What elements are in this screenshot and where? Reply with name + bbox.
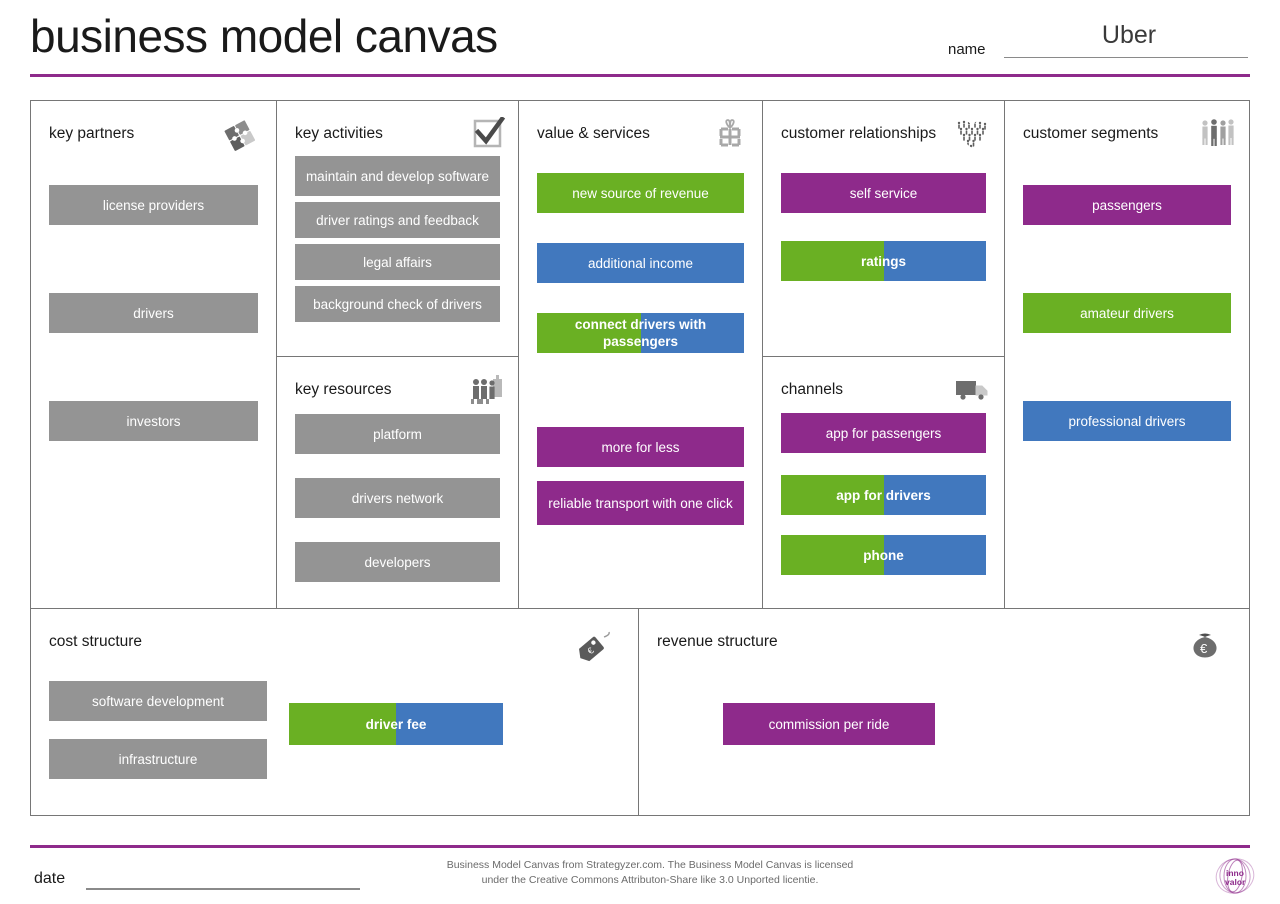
name-field-group: name Uber xyxy=(948,16,1248,64)
block-title-customer-relationships: customer relationships xyxy=(781,125,937,142)
block-cost-structure[interactable]: cost structure € software development in… xyxy=(31,609,639,815)
note-card[interactable]: amateur drivers xyxy=(1023,293,1231,333)
note-card[interactable]: driver fee xyxy=(289,703,503,745)
note-card[interactable]: additional income xyxy=(537,243,744,283)
date-label: date xyxy=(34,870,66,887)
credits-text: Business Model Canvas from Strategyzer.c… xyxy=(340,858,960,888)
note-card[interactable]: software development xyxy=(49,681,267,721)
block-customer-segments[interactable]: customer segments xyxy=(1005,101,1249,609)
name-underline xyxy=(1004,57,1248,58)
checkbox-check-icon xyxy=(466,115,506,151)
innovalor-logo: inno valor xyxy=(1212,856,1258,896)
block-title-key-activities: key activities xyxy=(295,125,383,142)
notes-revenue-structure: commission per ride xyxy=(723,703,935,745)
note-card[interactable]: new source of revenue xyxy=(537,173,744,213)
block-key-resources[interactable]: key resources xyxy=(277,357,519,609)
svg-text:€: € xyxy=(1200,641,1208,656)
footer-divider-rule xyxy=(30,845,1250,848)
note-card[interactable]: reliable transport with one click xyxy=(537,481,744,525)
note-card[interactable]: legal affairs xyxy=(295,244,500,280)
credits-line-1: Business Model Canvas from Strategyzer.c… xyxy=(446,859,854,871)
note-card[interactable]: commission per ride xyxy=(723,703,935,745)
block-title-channels: channels xyxy=(781,381,844,398)
block-key-partners[interactable]: key partners lic xyxy=(31,101,277,609)
delivery-truck-icon xyxy=(952,373,992,407)
note-card[interactable]: self service xyxy=(781,173,986,213)
notes-key-resources: platform drivers network developers xyxy=(295,414,500,582)
note-card[interactable]: maintain and develop software xyxy=(295,156,500,196)
notes-key-partners: license providers drivers investors xyxy=(49,185,258,441)
note-card[interactable]: passengers xyxy=(1023,185,1231,225)
name-value[interactable]: Uber xyxy=(1101,21,1157,49)
block-title-key-partners: key partners xyxy=(49,125,135,142)
block-channels[interactable]: channels app for passengers app for driv… xyxy=(763,357,1005,609)
note-card[interactable]: infrastructure xyxy=(49,739,267,779)
note-card[interactable]: drivers xyxy=(49,293,258,333)
block-revenue-structure[interactable]: revenue structure € commission per ride xyxy=(639,609,1249,815)
canvas-grid: key partners lic xyxy=(30,100,1250,816)
puzzle-pieces-icon xyxy=(224,117,264,151)
logo-text-valor: valor xyxy=(1225,877,1246,887)
note-card[interactable]: phone xyxy=(781,535,986,575)
note-card[interactable]: developers xyxy=(295,542,500,582)
name-label: name xyxy=(948,41,986,58)
note-card[interactable]: app for drivers xyxy=(781,475,986,515)
note-card[interactable]: driver ratings and feedback xyxy=(295,202,500,238)
page-header: business model canvas name Uber xyxy=(0,0,1280,92)
logo-text-inno: inno xyxy=(1226,868,1244,878)
note-card[interactable]: platform xyxy=(295,414,500,454)
money-bag-euro-icon: € xyxy=(1185,627,1225,661)
note-card[interactable]: license providers xyxy=(49,185,258,225)
page-title: business model canvas xyxy=(30,10,498,62)
credits-line-2: under the Creative Commons Attributon-Sh… xyxy=(481,874,819,886)
people-group-icon xyxy=(1197,117,1237,151)
note-card[interactable]: ratings xyxy=(781,241,986,281)
notes-value-services: new source of revenue additional income … xyxy=(537,173,744,525)
notes-channels: app for passengers app for drivers phone xyxy=(781,413,986,575)
heart-of-people-icon xyxy=(952,117,992,151)
block-title-customer-segments: customer segments xyxy=(1023,125,1159,142)
block-title-revenue-structure: revenue structure xyxy=(657,633,778,650)
notes-cost-structure-left: software development infrastructure xyxy=(49,681,267,779)
svg-text:€: € xyxy=(585,645,595,656)
notes-cost-structure-right: driver fee xyxy=(289,703,503,745)
block-customer-relationships[interactable]: customer relationships xyxy=(763,101,1005,357)
block-title-value-services: value & services xyxy=(537,125,650,142)
factory-workers-icon xyxy=(466,373,506,407)
note-card[interactable]: app for passengers xyxy=(781,413,986,453)
note-card[interactable]: connect drivers with passengers xyxy=(537,313,744,353)
note-card[interactable]: background check of drivers xyxy=(295,286,500,322)
note-card[interactable]: drivers network xyxy=(295,478,500,518)
block-title-key-resources: key resources xyxy=(295,381,392,398)
date-underline[interactable] xyxy=(86,888,360,890)
note-card[interactable]: investors xyxy=(49,401,258,441)
note-card[interactable]: more for less xyxy=(537,427,744,467)
header-divider-rule xyxy=(30,74,1250,77)
block-title-cost-structure: cost structure xyxy=(49,633,143,650)
block-key-activities[interactable]: key activities maintain and develop soft… xyxy=(277,101,519,357)
block-value-services[interactable]: value & services new source of revenue a… xyxy=(519,101,763,609)
notes-key-activities: maintain and develop software driver rat… xyxy=(295,156,500,322)
notes-customer-relationships: self service ratings xyxy=(781,173,986,281)
notes-customer-segments: passengers amateur drivers professional … xyxy=(1023,185,1231,441)
price-tag-euro-icon: € xyxy=(574,631,614,665)
note-card[interactable]: professional drivers xyxy=(1023,401,1231,441)
gift-box-icon xyxy=(710,117,750,151)
